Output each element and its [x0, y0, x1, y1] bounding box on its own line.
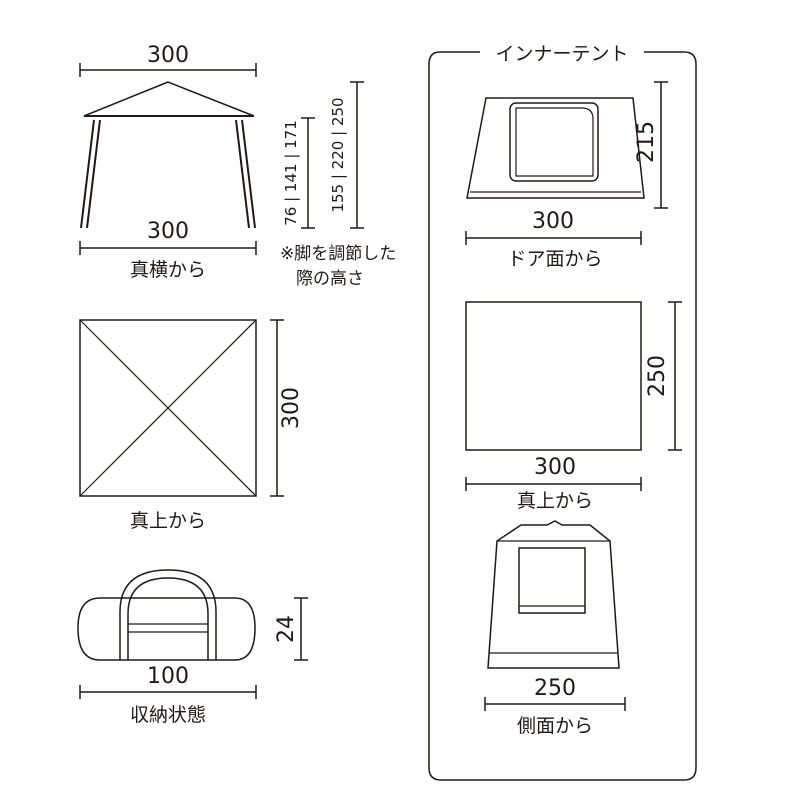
inner-top-depth-label: 250: [645, 355, 670, 397]
inner-side-window: [518, 547, 586, 614]
inner-side-width-label: 250: [534, 676, 576, 701]
carry-bag-body: [77, 597, 256, 661]
height-note-line2: 際の高さ: [296, 269, 364, 289]
side-view-caption: 真横から: [130, 259, 206, 281]
side-width-top-dimension-line: [79, 63, 257, 77]
inner-top-width-dimension-line: [465, 477, 642, 491]
inner-door-height-dimension-line: [654, 81, 668, 209]
inner-top-view: 250 300 真上から: [465, 301, 682, 512]
side-width-bottom-label: 300: [147, 219, 189, 244]
height-short-76: 76: [282, 207, 300, 226]
inner-top-width-label: 300: [534, 455, 576, 480]
top-view: 300 真上から: [79, 319, 304, 532]
height-tall-dimension: 155 | 220 | 250: [329, 81, 364, 229]
inner-door-window: [509, 102, 599, 182]
inner-top-rectangle: [465, 301, 642, 451]
carry-bag-handle-outer: [119, 569, 217, 660]
inner-top-depth-dimension-line: [668, 301, 682, 451]
inner-door-view: 215 300 ドア面から: [465, 81, 668, 270]
inner-door-width-label: 300: [532, 209, 574, 234]
inner-side-caption: 側面から: [517, 715, 593, 737]
stored-width-label: 100: [147, 664, 189, 689]
height-tall-155: 155: [329, 184, 347, 213]
tarp-top-diagonal-b: [79, 319, 257, 497]
inner-top-caption: 真上から: [517, 490, 593, 512]
side-view: 300 300 真横から 76 | 141 | 171: [79, 43, 396, 289]
inner-door-width-dimension-line: [465, 231, 642, 245]
inner-door-panel: [515, 107, 594, 177]
inner-side-width-dimension-line: [484, 697, 626, 711]
height-tall-250: 250: [329, 97, 347, 126]
height-note-line1: ※脚を調節した: [280, 244, 396, 264]
stored-view: 24 100 収納状態: [77, 569, 308, 726]
inner-tent-frame: [428, 51, 697, 781]
stored-height-label: 24: [274, 615, 299, 643]
inner-tent-title: インナーテント: [495, 43, 628, 65]
height-short-171: 171: [282, 120, 300, 149]
stored-width-dimension-line: [79, 685, 257, 699]
inner-tent-panel: インナーテント 215 300 ドア面から: [428, 43, 697, 781]
inner-door-height-label: 215: [634, 121, 659, 163]
stored-caption: 収納状態: [130, 704, 206, 726]
height-short-dimension: 76 | 141 | 171: [282, 117, 315, 229]
top-view-caption: 真上から: [130, 510, 206, 532]
height-short-141: 141: [282, 163, 300, 192]
stored-height-dimension-line: [294, 597, 308, 661]
top-depth-label: 300: [279, 387, 304, 429]
side-width-top-label: 300: [147, 43, 189, 68]
height-tall-values: 155 | 220 | 250: [329, 97, 347, 212]
side-width-bottom-dimension-line: [79, 241, 257, 255]
top-depth-dimension-line: [270, 319, 284, 497]
tarp-side-shape: [80, 81, 256, 229]
inner-door-caption: ドア面から: [507, 248, 602, 270]
inner-side-view: 250 側面から: [484, 520, 626, 737]
height-tall-220: 220: [329, 141, 347, 170]
height-short-values: 76 | 141 | 171: [282, 120, 300, 226]
carry-bag-handle-inner: [127, 577, 209, 660]
